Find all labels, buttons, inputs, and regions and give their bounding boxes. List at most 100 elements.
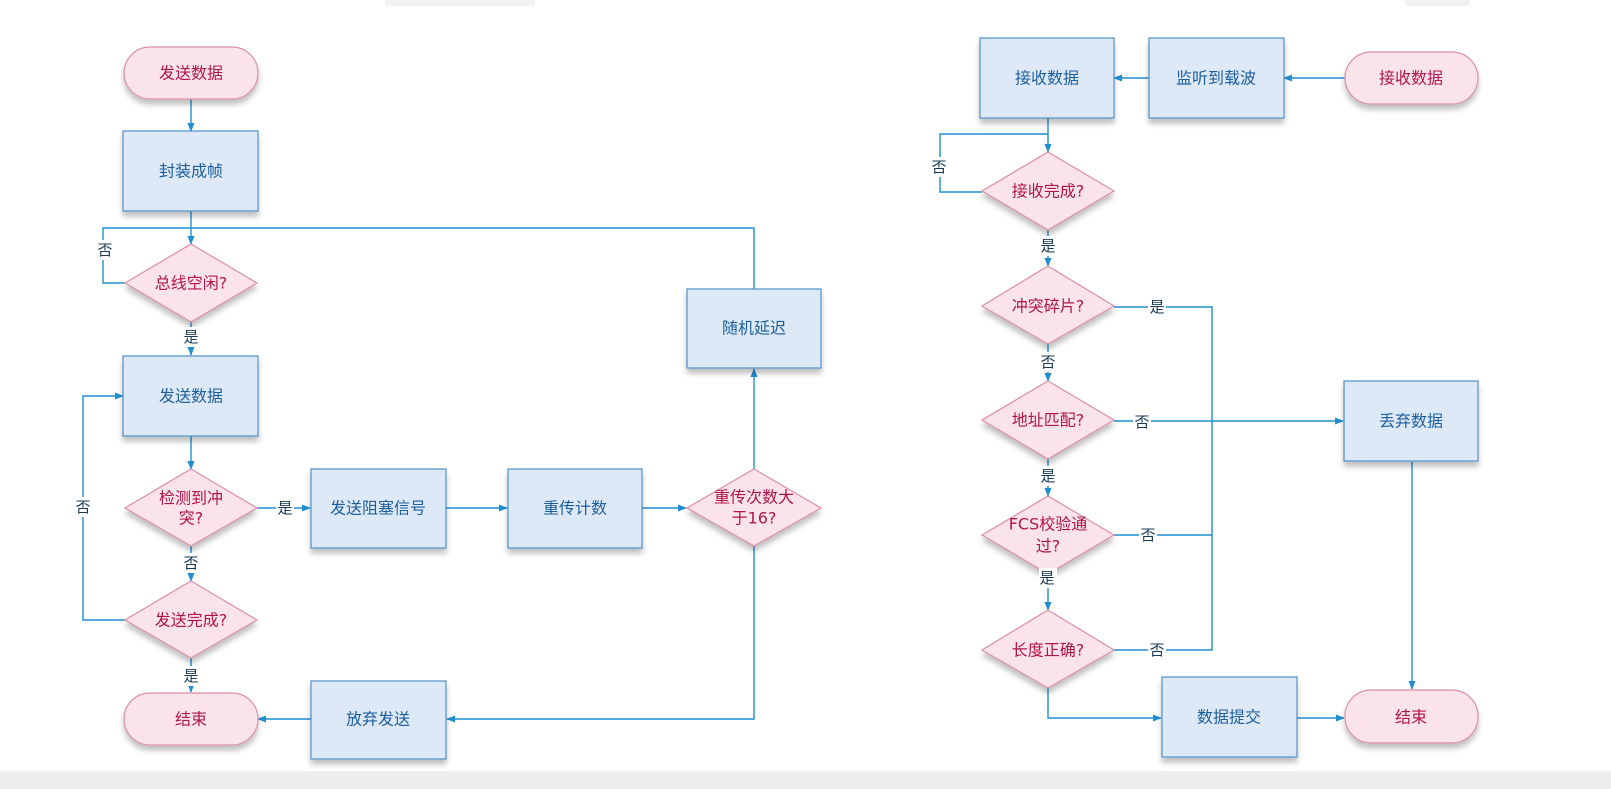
process-shape bbox=[310, 680, 447, 760]
edge-exceed-yes-to-abort bbox=[446, 546, 755, 723]
label-bg bbox=[1039, 236, 1057, 256]
label-yes-recv-done: 是 bbox=[1040, 237, 1055, 255]
process-jam: 发送阻塞信号 bbox=[310, 468, 447, 549]
label-bg bbox=[1133, 412, 1151, 432]
decision-send-done: 发送完成? bbox=[123, 580, 259, 659]
decision-shape bbox=[980, 495, 1116, 575]
decision-retry-exceed: 重传次数大 于16? bbox=[685, 468, 823, 547]
decision-shape bbox=[980, 380, 1116, 460]
decision-fcs-label-line1: FCS校验通 bbox=[1009, 515, 1088, 534]
process-shape bbox=[979, 37, 1115, 119]
decision-fragment: 冲突碎片? bbox=[980, 265, 1116, 345]
process-shape bbox=[1161, 676, 1298, 758]
label-bg bbox=[182, 327, 200, 347]
process-shape bbox=[310, 468, 447, 549]
terminal-receive-end: 结束 bbox=[1344, 689, 1479, 744]
edge-length-yes-to-submit bbox=[1047, 688, 1162, 722]
edge-labels: 否 是 是 否 否 是 否 是 是 否 否 是 否 bbox=[74, 157, 1166, 686]
bottom-edge-bar bbox=[0, 771, 1611, 789]
label-no-collision: 否 bbox=[183, 554, 198, 572]
process-submit: 数据提交 bbox=[1161, 676, 1298, 758]
decision-fcs: FCS校验通 过? bbox=[980, 495, 1116, 575]
label-bg bbox=[182, 666, 200, 686]
label-bg bbox=[1039, 466, 1057, 486]
label-bg bbox=[182, 553, 200, 573]
process-receive-label: 接收数据 bbox=[1015, 69, 1079, 88]
decision-shape bbox=[980, 609, 1116, 689]
process-shape bbox=[1148, 37, 1285, 119]
terminal-shape bbox=[1344, 689, 1479, 744]
decision-recv-done: 接收完成? bbox=[980, 151, 1116, 231]
decision-addr-match-label: 地址匹配? bbox=[1012, 411, 1085, 430]
process-carrier: 监听到载波 bbox=[1148, 37, 1285, 119]
process-abort: 放弃发送 bbox=[310, 680, 447, 760]
cropped-top-title-right bbox=[1405, 0, 1470, 6]
label-bg bbox=[96, 240, 114, 260]
label-no-fcs: 否 bbox=[1140, 526, 1155, 544]
decision-bus-idle-label: 总线空闲? bbox=[155, 274, 228, 293]
process-shape bbox=[1343, 380, 1479, 462]
label-no-bus-idle: 否 bbox=[97, 241, 112, 259]
label-yes-fcs: 是 bbox=[1039, 569, 1054, 587]
process-shape bbox=[122, 355, 259, 437]
label-bg bbox=[1139, 525, 1157, 545]
label-no-send-done: 否 bbox=[75, 498, 90, 516]
process-retry-count: 重传计数 bbox=[507, 468, 643, 549]
terminal-receive-start-label: 接收数据 bbox=[1379, 69, 1443, 88]
terminal-send-start-label: 发送数据 bbox=[159, 64, 223, 83]
terminal-receive-start: 接收数据 bbox=[1344, 51, 1479, 105]
decision-shape bbox=[980, 265, 1116, 345]
label-bg bbox=[1148, 640, 1166, 660]
decision-fcs-label-line2: 过? bbox=[1036, 537, 1061, 556]
label-no-recv-done: 否 bbox=[931, 158, 946, 176]
edge-delay-to-busidle bbox=[191, 227, 755, 289]
decision-length-ok: 长度正确? bbox=[980, 609, 1116, 689]
label-no-length: 否 bbox=[1149, 641, 1164, 659]
decision-send-done-label: 发送完成? bbox=[155, 611, 228, 630]
decision-fragment-label: 冲突碎片? bbox=[1012, 297, 1085, 316]
label-bg bbox=[276, 498, 294, 518]
label-yes-addr-match: 是 bbox=[1040, 467, 1055, 485]
label-yes-send-done: 是 bbox=[183, 667, 198, 685]
label-yes-fragment: 是 bbox=[1149, 298, 1164, 316]
process-receive: 接收数据 bbox=[979, 37, 1115, 119]
decision-retry-exceed-label-line2: 于16? bbox=[732, 509, 777, 528]
process-send: 发送数据 bbox=[122, 355, 259, 437]
decision-addr-match: 地址匹配? bbox=[980, 380, 1116, 460]
label-no-fragment: 否 bbox=[1040, 353, 1055, 371]
process-submit-label: 数据提交 bbox=[1197, 708, 1261, 727]
process-random-delay: 随机延迟 bbox=[686, 288, 822, 369]
label-no-addr-match: 否 bbox=[1134, 413, 1149, 431]
decision-shape bbox=[980, 151, 1116, 231]
label-bg bbox=[930, 157, 948, 177]
decision-recv-done-label: 接收完成? bbox=[1012, 182, 1085, 201]
process-retry-count-label: 重传计数 bbox=[543, 499, 607, 518]
decision-retry-exceed-label-line1: 重传次数大 bbox=[714, 488, 794, 507]
label-bg bbox=[1039, 352, 1057, 372]
process-discard: 丢弃数据 bbox=[1343, 380, 1479, 462]
send-connectors bbox=[82, 99, 758, 723]
process-carrier-label: 监听到载波 bbox=[1176, 69, 1256, 88]
decision-collision-label-line1: 检测到冲 bbox=[159, 489, 223, 508]
decision-length-ok-label: 长度正确? bbox=[1012, 641, 1085, 660]
decision-shape bbox=[685, 468, 823, 547]
process-jam-label: 发送阻塞信号 bbox=[330, 499, 426, 518]
process-encapsulate-label: 封装成帧 bbox=[159, 162, 223, 181]
decision-shape bbox=[123, 468, 259, 547]
decision-collision: 检测到冲 突? bbox=[123, 468, 259, 547]
terminal-shape bbox=[123, 692, 259, 746]
label-bg bbox=[74, 497, 92, 517]
process-send-label: 发送数据 bbox=[159, 387, 223, 406]
process-shape bbox=[122, 130, 259, 212]
process-shape bbox=[507, 468, 643, 549]
label-yes-collision: 是 bbox=[277, 499, 292, 517]
terminal-shape bbox=[123, 46, 259, 100]
label-yes-bus-idle: 是 bbox=[183, 328, 198, 346]
terminal-send-start: 发送数据 bbox=[123, 46, 259, 100]
label-bg bbox=[1148, 297, 1166, 317]
decision-bus-idle: 总线空闲? bbox=[123, 243, 259, 323]
decision-shape bbox=[123, 243, 259, 323]
process-random-delay-label: 随机延迟 bbox=[722, 319, 786, 338]
